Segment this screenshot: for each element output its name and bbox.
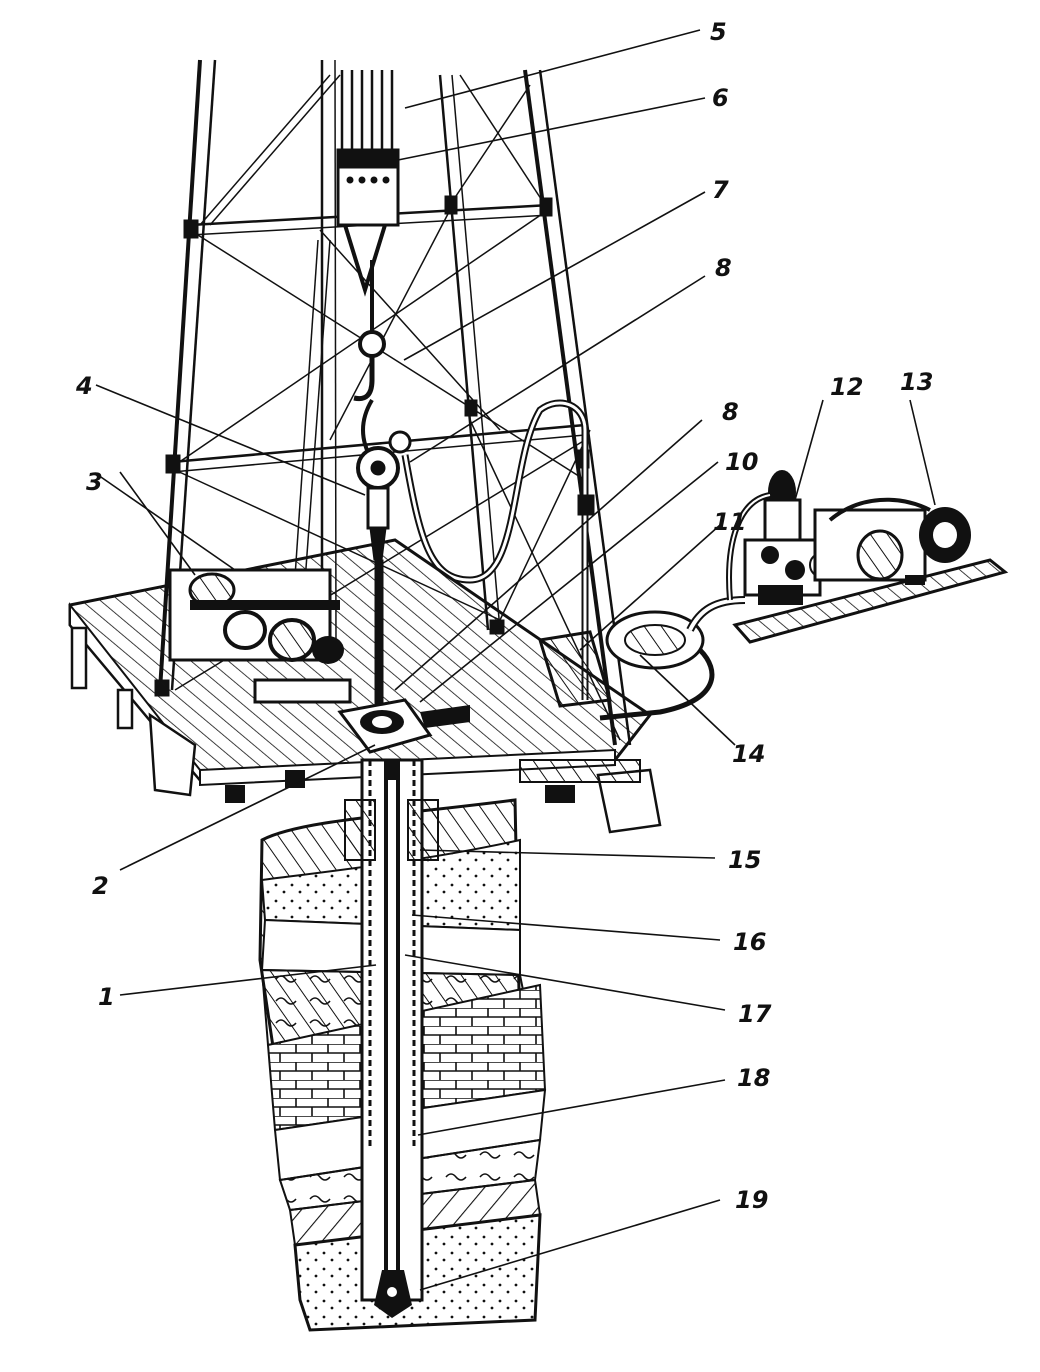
label-6: 6 xyxy=(712,84,729,112)
label-17: 17 xyxy=(738,1000,772,1028)
mud-pump-unit xyxy=(726,470,1009,644)
drawworks xyxy=(168,568,352,704)
label-3: 3 xyxy=(86,468,103,496)
label-7: 7 xyxy=(712,176,729,204)
label-14: 14 xyxy=(732,740,765,768)
label-13: 13 xyxy=(900,368,933,396)
label-18: 18 xyxy=(737,1064,770,1092)
label-5: 5 xyxy=(710,18,727,46)
label-11: 11 xyxy=(713,508,746,536)
callout-labels: 1 2 3 4 5 6 7 8 8 10 11 12 13 14 15 16 1… xyxy=(75,18,933,1214)
rotary-table xyxy=(337,698,470,754)
label-15: 15 xyxy=(728,846,761,874)
mud-hose xyxy=(401,399,595,700)
label-8-upper: 8 xyxy=(715,254,732,282)
label-8-lower: 8 xyxy=(722,398,739,426)
label-2: 2 xyxy=(92,872,109,900)
label-19: 19 xyxy=(735,1186,768,1214)
label-10: 10 xyxy=(725,448,758,476)
label-4: 4 xyxy=(75,372,93,400)
callout-leaders xyxy=(95,29,936,1291)
label-12: 12 xyxy=(830,373,863,401)
label-16: 16 xyxy=(733,928,766,956)
mud-pit xyxy=(538,596,746,721)
label-1: 1 xyxy=(98,983,115,1011)
ground-strata xyxy=(258,758,547,1332)
